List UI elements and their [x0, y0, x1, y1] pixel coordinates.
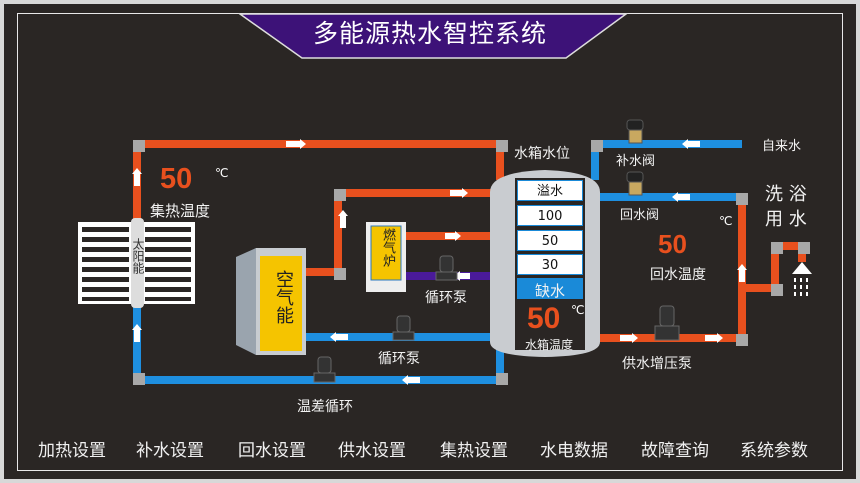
- menu-makeup-settings[interactable]: 补水设置: [136, 441, 204, 461]
- page-title: 多能源热水智控系统: [312, 19, 547, 48]
- menu-return-settings[interactable]: 回水设置: [238, 441, 306, 461]
- valves: [626, 119, 644, 196]
- tank-level-title: 水箱水位: [514, 146, 570, 162]
- level-overflow: 溢水: [517, 180, 583, 201]
- pipe-corners: [133, 140, 810, 385]
- air-energy-label[interactable]: 空气能: [273, 270, 294, 324]
- return-valve-label: 回水阀: [620, 208, 660, 223]
- return-temp: 50: [658, 229, 687, 259]
- supply-pump-label: 供水增压泵: [622, 356, 692, 372]
- menu-supply-settings[interactable]: 供水设置: [338, 441, 406, 461]
- return-temp-label: 回水温度: [650, 267, 706, 283]
- supply-pump-icon: [654, 305, 680, 341]
- bath-water-label-1: 洗 浴: [765, 184, 807, 205]
- tank-temp: 50: [527, 302, 561, 335]
- menu-collector-settings[interactable]: 集热设置: [440, 441, 508, 461]
- tank-temp-label: 水箱温度: [525, 338, 574, 352]
- menu-system-params[interactable]: 系统参数: [740, 441, 808, 461]
- menu-fault-query[interactable]: 故障查询: [641, 441, 709, 461]
- menu-utility-data[interactable]: 水电数据: [540, 441, 608, 461]
- diff-pump-icon: [313, 356, 336, 383]
- tap-water-label: 自来水: [762, 139, 802, 154]
- menu-heating-settings[interactable]: 加热设置: [38, 441, 106, 461]
- title-banner: [237, 13, 629, 59]
- air-energy-unit: [236, 248, 306, 355]
- gas-boiler-label[interactable]: 燃气炉: [380, 228, 395, 267]
- boiler-pump-label: 循环泵: [425, 290, 467, 306]
- pumps: [313, 255, 680, 383]
- solar-temp-unit: ℃: [215, 166, 229, 180]
- level-shortage: 缺水: [534, 282, 565, 300]
- air-hot-pipe: [305, 189, 492, 276]
- air-pump-label: 循环泵: [378, 351, 420, 367]
- shower-head-icon: [792, 262, 812, 296]
- bath-water-label-2: 用 水: [765, 209, 807, 230]
- makeup-valve-label: 补水阀: [616, 154, 656, 169]
- solar-temp: 50: [160, 163, 193, 195]
- boiler-pump-icon: [435, 255, 458, 281]
- diff-pump-label: 温差循环: [297, 399, 353, 415]
- tank-temp-unit: ℃: [571, 303, 585, 317]
- solar-temp-label: 集热温度: [150, 202, 211, 220]
- air-pump-icon: [392, 315, 415, 341]
- return-valve-icon: [626, 171, 644, 196]
- solar-label: 太阳能: [131, 238, 145, 274]
- level-100: 100: [517, 205, 583, 226]
- gas-boiler: [366, 222, 406, 292]
- level-50: 50: [517, 230, 583, 251]
- solar-collector: [78, 218, 195, 308]
- level-30: 30: [517, 254, 583, 275]
- makeup-valve-icon: [626, 119, 644, 144]
- return-temp-unit: ℃: [719, 214, 733, 228]
- flow-arrows: [132, 139, 747, 385]
